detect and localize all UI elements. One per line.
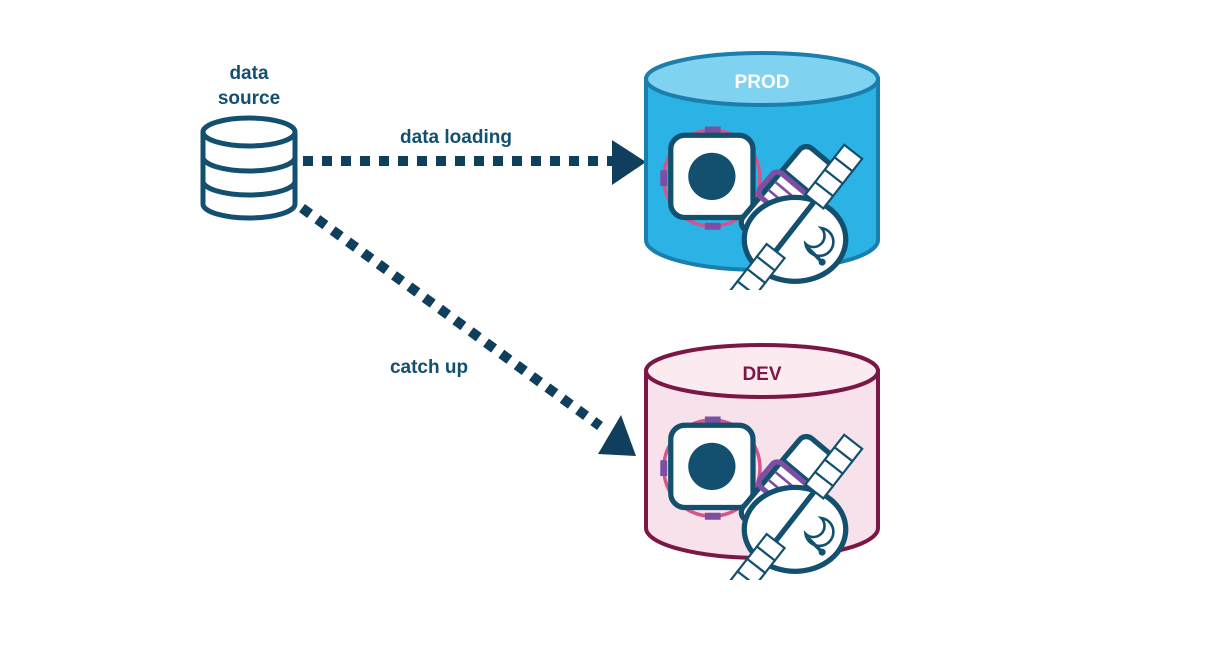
prod-cylinder-top [644, 51, 880, 107]
dev-label: DEV [742, 364, 781, 385]
arrowhead-icon [598, 415, 636, 456]
arrowhead-icon [612, 140, 646, 185]
edge-catch-up: catch up [299, 203, 636, 456]
data-source-label-line1: data [229, 63, 269, 84]
database-icon [200, 115, 298, 221]
dev-cylinder-top [644, 343, 880, 399]
edge-label-data-loading: data loading [400, 127, 512, 148]
edge-data-loading: data loading [303, 127, 646, 185]
data-source-label-line2: source [218, 88, 280, 109]
data-source-node[interactable]: data source [200, 63, 298, 221]
dev-environment[interactable]: DEV [644, 343, 880, 598]
prod-environment[interactable]: PROD [644, 51, 880, 308]
prod-label: PROD [735, 72, 790, 93]
edge-label-catch-up: catch up [390, 357, 468, 378]
edge-line [299, 203, 603, 431]
